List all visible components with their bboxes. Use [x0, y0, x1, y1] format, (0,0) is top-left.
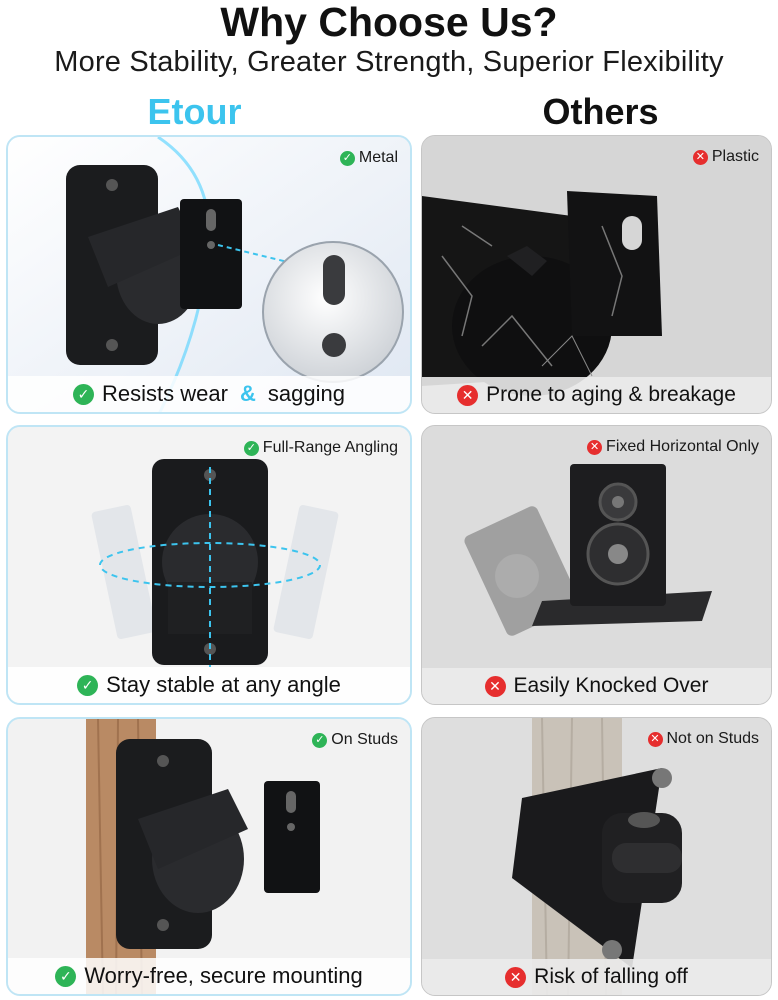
caption-risk-of-falling: ✕ Risk of falling off	[422, 959, 771, 995]
badge-plastic: ✕ Plastic	[692, 148, 759, 166]
stud-mount-image	[8, 719, 410, 994]
check-circle-icon: ✓	[55, 965, 77, 987]
x-circle-icon: ✕	[505, 966, 527, 988]
caption-worry-free: ✓ Worry-free, secure mounting	[8, 958, 410, 994]
angling-mount-image	[8, 427, 410, 703]
column-heading-etour: Etour	[147, 91, 242, 132]
metal-mount-image	[8, 137, 410, 412]
check-circle-icon: ✓	[312, 732, 328, 748]
x-circle-icon: ✕	[692, 149, 708, 165]
etour-panel-metal: ✓ Metal ✓ Resists wear&sagging	[6, 135, 412, 414]
badge-metal: ✓ Metal	[339, 149, 398, 167]
x-circle-icon: ✕	[457, 384, 479, 406]
caption-prone-to-aging: ✕ Prone to aging & breakage	[422, 377, 771, 413]
caption-easily-knocked-over: ✕ Easily Knocked Over	[422, 668, 771, 704]
page-title: Why Choose Us?	[220, 0, 558, 45]
column-heading-others: Others	[542, 91, 659, 132]
others-panel-fixed: ✕ Fixed Horizontal Only ✕ Easily Knocked…	[421, 425, 772, 705]
x-circle-icon: ✕	[587, 439, 603, 455]
etour-panel-studs: ✓ On Studs ✓ Worry-free, secure mounting	[6, 717, 412, 996]
etour-panel-angling: ✓ Full-Range Angling ✓ Stay stable at an…	[6, 425, 412, 705]
plastic-mount-image	[422, 136, 771, 413]
badge-not-on-studs: ✕ Not on Studs	[647, 730, 759, 748]
page-subtitle: More Stability, Greater Strength, Superi…	[54, 46, 724, 78]
caption-stay-stable: ✓ Stay stable at any angle	[8, 667, 410, 703]
x-circle-icon: ✕	[647, 731, 663, 747]
check-circle-icon: ✓	[243, 440, 259, 456]
check-circle-icon: ✓	[77, 674, 99, 696]
badge-on-studs: ✓ On Studs	[312, 731, 398, 749]
others-panel-plastic: ✕ Plastic ✕ Prone to aging & breakage	[421, 135, 772, 414]
others-panel-not-studs: ✕ Not on Studs ✕ Risk of falling off	[421, 717, 772, 996]
off-stud-mount-image	[422, 718, 771, 995]
badge-full-range: ✓ Full-Range Angling	[243, 439, 398, 457]
badge-fixed-horizontal: ✕ Fixed Horizontal Only	[587, 438, 759, 456]
speaker-shelf-image	[422, 426, 771, 704]
check-circle-icon: ✓	[73, 383, 95, 405]
check-circle-icon: ✓	[339, 150, 355, 166]
caption-resists-wear: ✓ Resists wear&sagging	[8, 376, 410, 412]
x-circle-icon: ✕	[484, 675, 506, 697]
